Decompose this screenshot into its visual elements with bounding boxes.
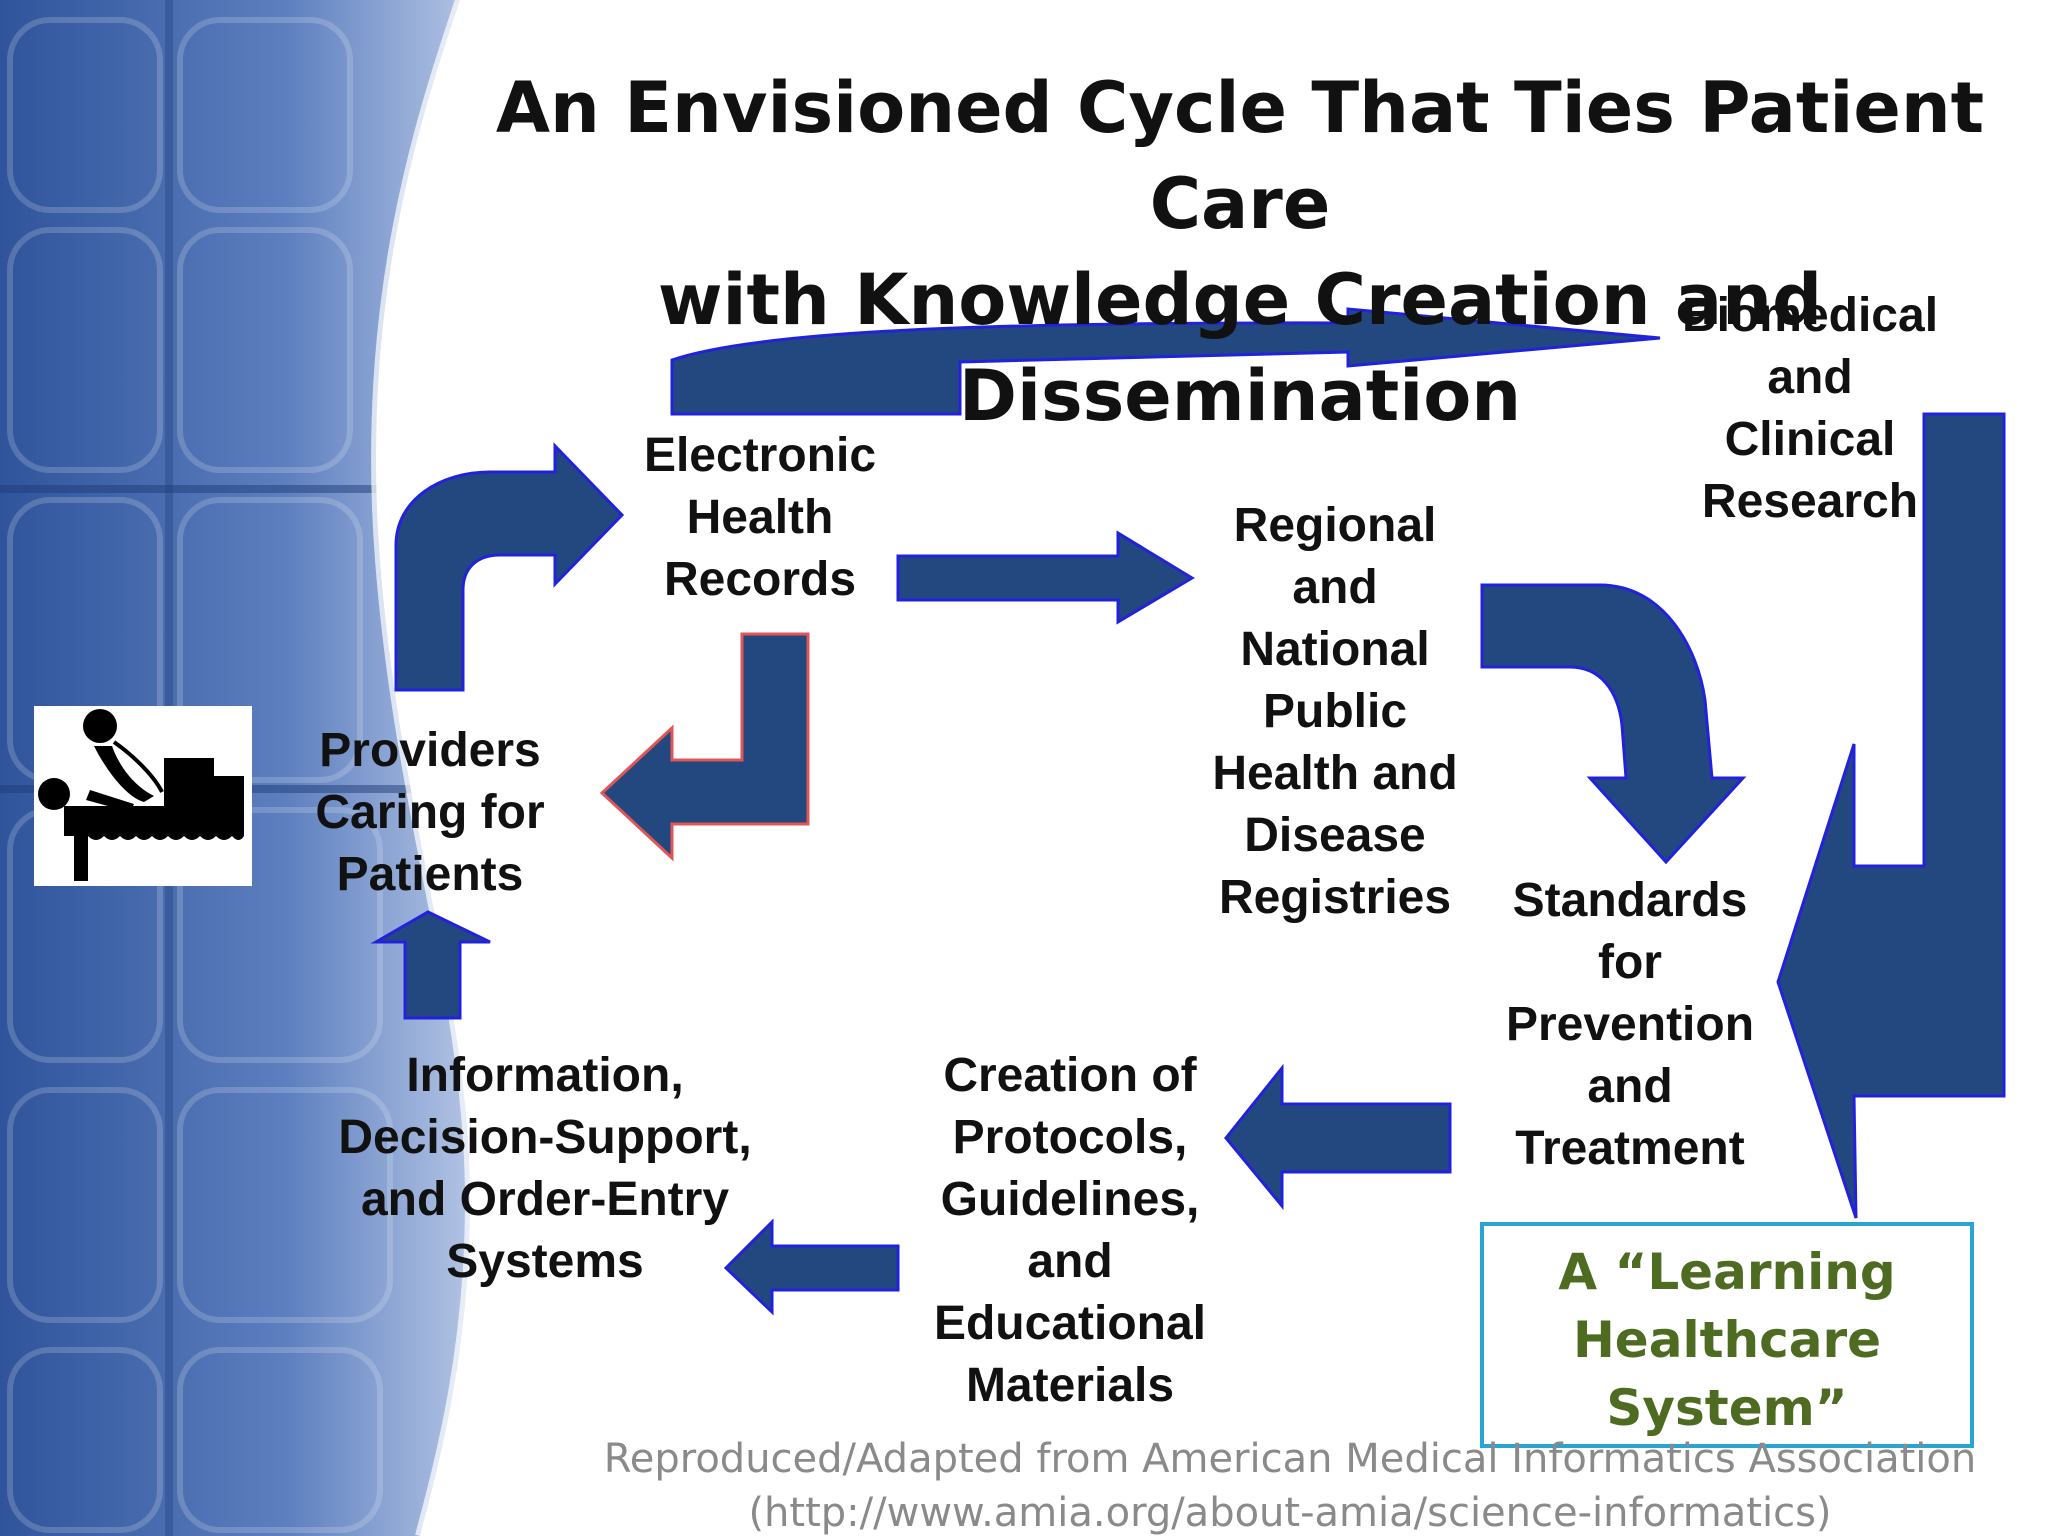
page-title: An Envisioned Cycle That Ties Patient Ca… [440, 60, 2040, 444]
arrow-info-to-providers [370, 910, 491, 1020]
arrow-ehr-to-research [670, 307, 1661, 416]
node-providers: Providers Caring for Patients [315, 724, 545, 901]
arrow-ehr-to-registries [896, 530, 1195, 625]
patient-care-icon [34, 706, 252, 886]
node-electronic-health-records: Electronic Health Records [643, 429, 877, 606]
arrow-ehr-to-providers [599, 632, 810, 862]
node-protocols: Creation of Protocols, Guidelines, and E… [933, 1049, 1207, 1412]
arrow-standards-to-protocols [1224, 1063, 1452, 1211]
learning-healthcare-system-box: A “Learning Healthcare System” [1480, 1222, 1974, 1448]
arrow-research-to-standards [1776, 412, 2006, 1219]
node-standards: Standards for Prevention and Treatment [1505, 874, 1755, 1175]
title-line-1: An Envisioned Cycle That Ties Patient Ca… [495, 67, 1985, 245]
source-attribution: Reproduced/Adapted from American Medical… [603, 1436, 1977, 1482]
arrow-protocols-to-info [723, 1218, 900, 1316]
node-registries: Regional and National Public Health and … [1212, 499, 1458, 924]
learning-healthcare-system-label: A “Learning Healthcare System” [1558, 1243, 1896, 1437]
source-url: (http://www.amia.org/about-amia/science-… [748, 1490, 1832, 1536]
title-line-2: with Knowledge Creation and Disseminatio… [657, 259, 1823, 437]
arrow-providers-to-ehr [394, 442, 625, 692]
node-biomedical-research: Biomedical and Clinical Research [1681, 289, 1939, 528]
node-information-systems: Information, Decision-Support, and Order… [338, 1049, 752, 1288]
arrow-registries-to-standards [1480, 583, 1747, 865]
